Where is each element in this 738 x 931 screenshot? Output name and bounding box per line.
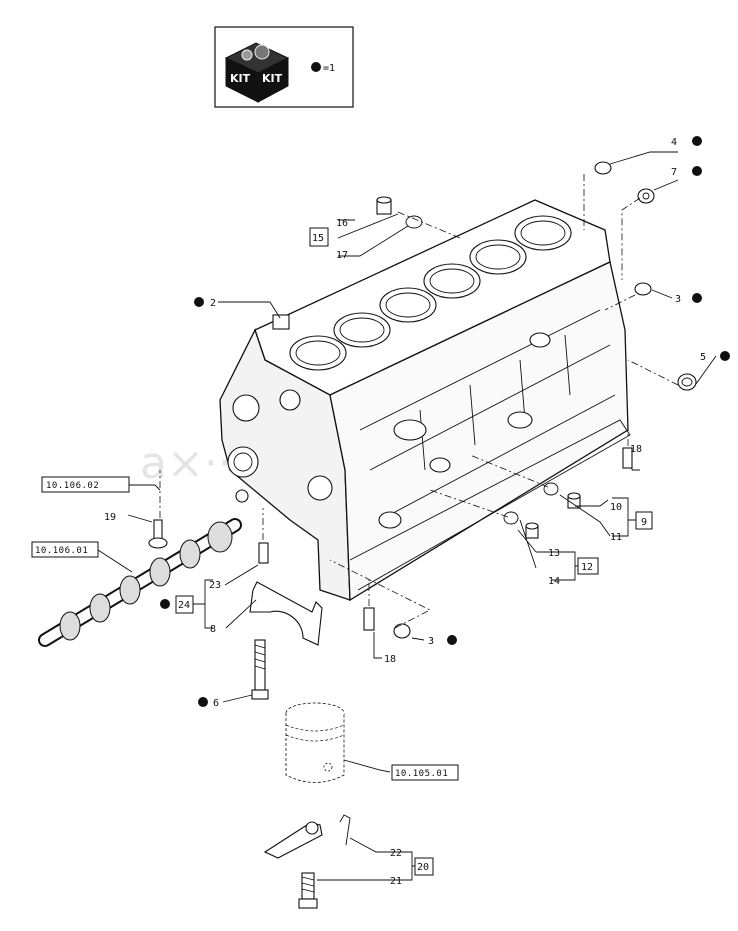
callout-14: 14 xyxy=(548,576,560,587)
callout-24: 24 xyxy=(178,600,190,611)
callout-6: 6 xyxy=(213,698,219,709)
kit-legend: KIT KIT =1 xyxy=(214,26,354,108)
callout-11: 11 xyxy=(610,532,622,543)
callout-20-box xyxy=(414,857,434,876)
kit-bullet-dot xyxy=(311,62,321,72)
camshaft xyxy=(38,518,242,647)
kit-equals-label: =1 xyxy=(323,63,335,74)
kit-badge-right: KIT xyxy=(262,72,283,85)
cap-3-upper xyxy=(634,282,652,296)
callout-13: 13 xyxy=(548,548,560,559)
bearing-cap-8 xyxy=(249,581,323,646)
kit-box-icon: KIT KIT xyxy=(224,42,290,103)
callout-dots xyxy=(160,136,730,707)
ref-10-105-01: 10.105.01 xyxy=(395,769,448,779)
dowel-18-lower xyxy=(363,607,375,631)
plug-16 xyxy=(376,196,392,215)
leader-lines xyxy=(97,151,717,881)
kit-badge-left: KIT xyxy=(230,72,251,85)
callout-24-box xyxy=(175,595,194,614)
callout-9-box xyxy=(635,511,653,530)
callout-labels: 4 7 15 16 17 2 3 5 18 10 11 9 13 14 12 1… xyxy=(104,137,706,887)
cylinder-bores xyxy=(289,215,572,371)
plug-14 xyxy=(525,522,539,539)
plug-11 xyxy=(567,492,581,509)
callout-4: 4 xyxy=(671,137,677,148)
callout-5: 5 xyxy=(700,352,706,363)
callout-18-lower: 18 xyxy=(384,654,396,665)
ref-10-106-02: 10.106.02 xyxy=(46,481,99,491)
pin-19 xyxy=(148,519,168,549)
callout-12-box xyxy=(577,557,599,575)
callout-19: 19 xyxy=(104,512,116,523)
callout-3-upper: 3 xyxy=(675,294,681,305)
callout-20: 20 xyxy=(417,862,429,873)
callout-15-box xyxy=(309,227,329,247)
bolt-21 xyxy=(298,872,318,909)
piston-ghost xyxy=(285,702,345,783)
callout-17: 17 xyxy=(336,250,348,261)
callout-21: 21 xyxy=(390,876,402,887)
callout-23: 23 xyxy=(209,580,221,591)
callout-18-upper: 18 xyxy=(630,444,642,455)
callout-9: 9 xyxy=(641,517,647,528)
callout-10: 10 xyxy=(610,502,622,513)
dowel-23 xyxy=(258,542,269,564)
callout-12: 12 xyxy=(581,562,593,573)
callout-3-lower: 3 xyxy=(428,636,434,647)
oring-17 xyxy=(405,215,423,229)
oil-jet-22 xyxy=(263,814,351,859)
oring-10 xyxy=(543,482,559,496)
engine-block xyxy=(219,199,631,602)
cap-3-lower xyxy=(393,623,411,639)
fitting-7 xyxy=(637,188,655,204)
oring-13 xyxy=(503,511,519,525)
ref-10-106-01: 10.106.01 xyxy=(35,546,88,556)
callout-2: 2 xyxy=(210,298,216,309)
cap-4 xyxy=(594,161,612,175)
callout-7: 7 xyxy=(671,167,677,178)
plug-5 xyxy=(677,373,697,391)
bolt-6 xyxy=(251,639,269,700)
callout-8: 8 xyxy=(210,624,216,635)
callout-16: 16 xyxy=(336,218,348,229)
callout-15: 15 xyxy=(312,233,324,244)
assembly-lines xyxy=(159,174,679,629)
reference-boxes: 10.106.02 10.106.01 10.105.01 xyxy=(31,476,459,781)
callout-22: 22 xyxy=(390,848,402,859)
ref-box-10-106-01 xyxy=(31,541,99,558)
ref-box-10-106-02 xyxy=(41,476,130,493)
ref-box-10-105-01 xyxy=(391,764,459,781)
